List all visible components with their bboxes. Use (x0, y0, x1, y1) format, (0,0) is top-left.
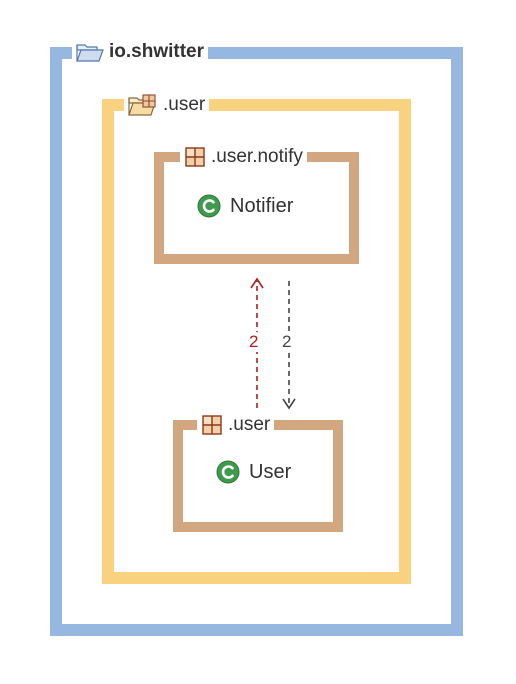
class-user[interactable]: User (216, 460, 291, 484)
package-icon (185, 147, 205, 167)
package-label-text: .user (228, 414, 271, 435)
class-name: Notifier (230, 194, 294, 217)
class-icon (197, 194, 221, 218)
package-frame-user (102, 99, 411, 584)
dependency-arrow-down[interactable] (282, 281, 296, 410)
open-folder-icon (76, 44, 104, 62)
dependency-count-down: 2 (280, 332, 294, 352)
class-icon (216, 460, 240, 484)
package-label-user-sub[interactable]: .user (197, 411, 275, 439)
class-name: User (249, 460, 292, 483)
package-icon (202, 415, 222, 435)
package-label-user[interactable]: .user (124, 90, 210, 120)
class-notifier[interactable]: Notifier (197, 194, 293, 218)
package-label-text: .user.notify (211, 146, 303, 167)
package-label-user-notify[interactable]: .user.notify (180, 143, 307, 171)
dependency-count-up: 2 (247, 332, 261, 352)
open-package-folder-icon (128, 94, 156, 116)
package-label-text: io.shwitter (109, 41, 205, 62)
package-label-text: .user (163, 94, 206, 115)
package-label-io-shwitter[interactable]: io.shwitter (72, 37, 209, 67)
